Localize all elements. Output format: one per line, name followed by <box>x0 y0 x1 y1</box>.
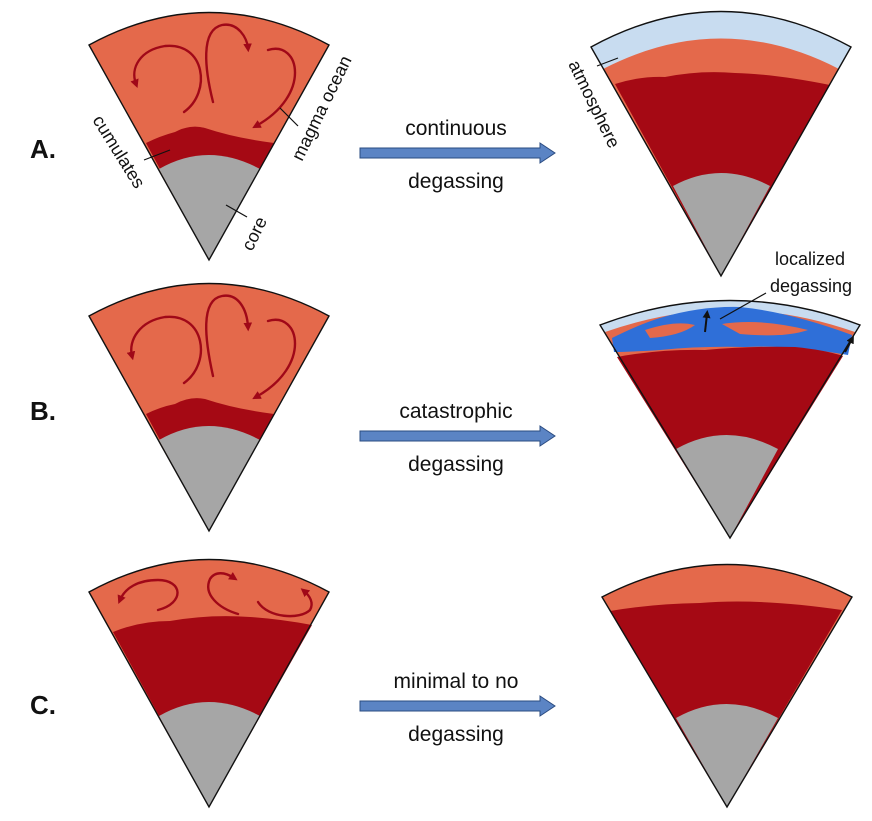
wedge-outline <box>88 558 330 809</box>
degassing-arrow <box>702 310 711 333</box>
convection-arrow <box>205 23 252 104</box>
row-label-a: A. <box>30 134 56 164</box>
convection-arrow <box>256 588 313 618</box>
convection-arrow <box>126 315 203 385</box>
atmosphere-leader <box>596 57 619 67</box>
wedge-b-initial <box>88 282 330 533</box>
wedge-a-initial <box>88 11 330 262</box>
wedge-outline <box>601 563 853 809</box>
row-label-b: B. <box>30 396 56 426</box>
core-leader <box>225 204 248 218</box>
process-arrow-b <box>359 425 556 447</box>
process-label-c-bottom: degassing <box>408 723 504 746</box>
degassing-plume <box>612 306 852 355</box>
magma-ocean-leader <box>279 107 299 127</box>
convection-arrow <box>205 294 253 378</box>
process-label-a-bottom: degassing <box>408 170 504 193</box>
convection-arrow <box>130 44 203 114</box>
core-layer <box>159 426 260 531</box>
core-layer <box>676 704 778 807</box>
process-label-b-bottom: degassing <box>408 453 504 476</box>
wedge-outline <box>88 282 330 533</box>
row-label-c: C. <box>30 690 56 720</box>
wedge-c-initial <box>88 558 330 809</box>
cumulates-leader <box>143 149 171 161</box>
process-arrow-a <box>359 142 556 164</box>
process-label-c-top: minimal to no <box>394 670 519 693</box>
core-layer <box>159 702 260 807</box>
core-layer <box>159 155 260 260</box>
process-label-b-top: catastrophic <box>399 400 512 423</box>
convection-arrow <box>117 578 179 612</box>
process-label-a-top: continuous <box>405 117 507 140</box>
wedge-c-final <box>601 563 853 809</box>
wedge-outline <box>590 10 852 278</box>
degassing-arrow <box>844 335 854 353</box>
degassing-plume-core <box>645 323 695 338</box>
wedge-outline <box>88 11 330 262</box>
core-layer <box>673 173 770 276</box>
localized-degassing-leader <box>719 292 767 320</box>
convection-arrow <box>252 318 297 400</box>
core-label: core <box>238 214 271 254</box>
process-arrow-c <box>359 695 556 717</box>
wedge-b-final <box>598 299 862 540</box>
localized-degassing-label-line1: localized <box>775 249 845 269</box>
convection-arrow <box>207 572 240 616</box>
wedge-outline <box>598 299 862 540</box>
degassing-plume-core <box>722 322 808 336</box>
convection-arrow <box>252 47 297 129</box>
wedge-a-final <box>590 10 852 278</box>
localized-degassing-label-line2: degassing <box>770 276 852 296</box>
core-layer <box>676 435 778 538</box>
